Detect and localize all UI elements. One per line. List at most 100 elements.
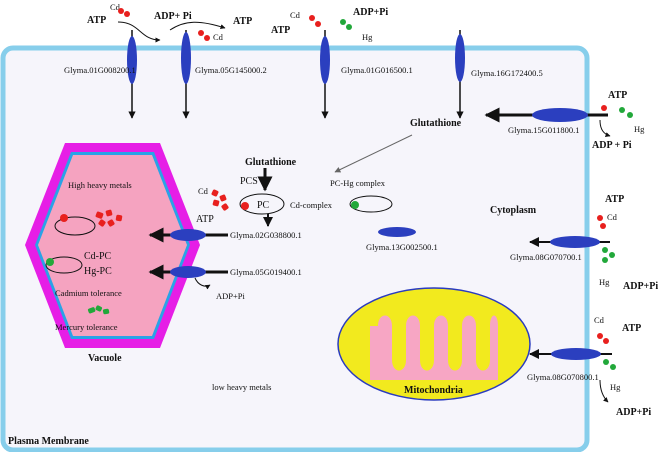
hg-ion-9a <box>602 247 608 253</box>
pcs-label: PCS <box>240 176 258 187</box>
cd-ion-2b <box>204 35 210 41</box>
vacuole-complex-2 <box>45 256 83 274</box>
glutathione-to-pchg-arrow <box>334 134 413 173</box>
cd-label-vac: Cd <box>198 186 209 196</box>
mitochondria-label: Mitochondria <box>404 385 463 396</box>
adp-label-7: ADP+Pi <box>216 291 246 301</box>
cd-ion-3b <box>315 21 321 27</box>
hg-ion-5a <box>619 107 625 113</box>
cd-ion-9a <box>597 215 603 221</box>
pc-complex <box>239 193 285 215</box>
transporter-g2 <box>181 32 191 84</box>
cd-label-10: Cd <box>594 315 605 325</box>
hg-ion-3b <box>346 24 352 30</box>
hg-label-3: Hg <box>362 32 373 42</box>
hg-ion-10b <box>610 364 616 370</box>
transporter-g4 <box>455 34 465 82</box>
hg-ion-9b <box>609 252 615 258</box>
mercury-tolerance-label: Mercury tolerance <box>55 322 118 332</box>
atp-label-3: ATP <box>271 25 290 36</box>
cadmium-tolerance-label: Cadmium tolerance <box>55 288 122 298</box>
atp-label-2: ATP <box>233 16 252 27</box>
cd-ions-cluster-2 <box>211 189 229 211</box>
atp-label-5: ATP <box>608 90 627 101</box>
cytoplasm-label: Cytoplasm <box>490 205 537 216</box>
transporter-g7 <box>170 266 206 278</box>
cd-complex-label: Cd-complex <box>290 200 333 210</box>
cd-ions-cluster <box>95 209 123 227</box>
gene-g2: Glyma.05G145000.2 <box>195 65 267 75</box>
transporter-g3 <box>320 36 330 84</box>
hg-label-5: Hg <box>634 124 645 134</box>
cd-ion-5a <box>601 105 607 111</box>
high-heavy-metals-label: High heavy metals <box>68 180 132 190</box>
transporter-g9 <box>550 236 600 248</box>
vacuole-inner <box>38 155 187 336</box>
hg-ion <box>46 258 54 266</box>
atp-label-10: ATP <box>622 323 641 334</box>
adp-arrow-7 <box>194 277 211 290</box>
adp-arrow-5 <box>599 119 611 137</box>
cd-ion-pc <box>241 202 249 210</box>
vacuole-label: Vacuole <box>88 353 122 364</box>
low-heavy-metals-label: low heavy metals <box>212 382 271 392</box>
cd-ion-3a <box>309 15 315 21</box>
glutathione-top-label: Glutathione <box>410 118 462 129</box>
adp-label-3: ADP+Pi <box>353 7 388 18</box>
hg-ions-cluster <box>87 305 110 315</box>
gene-g1: Glyma.01G008200.1 <box>64 65 136 75</box>
cd-ion-9b <box>600 223 606 229</box>
adp-label-10: ADP+Pi <box>616 407 651 418</box>
cd-label-1: Cd <box>110 2 121 12</box>
gene-g9: Glyma.08G070700.1 <box>510 252 582 262</box>
cd-label-2: Cd <box>213 32 224 42</box>
transporter-g5 <box>532 108 588 122</box>
cd-ion-1a <box>118 8 124 14</box>
hg-pc-label: Hg-PC <box>84 266 112 277</box>
gene-g5: Glyma.15G011800.1 <box>508 125 579 135</box>
adp-label-1: ADP+ Pi <box>154 11 192 22</box>
mitochondria-cristae <box>370 315 498 380</box>
hg-ion-5b <box>627 112 633 118</box>
transporter-g10 <box>551 348 601 360</box>
cd-ion-2a <box>198 30 204 36</box>
pc-label: PC <box>257 200 270 211</box>
adp-label-5: ADP + Pi <box>592 140 632 151</box>
cd-ion <box>60 214 68 222</box>
cd-pc-label: Cd-PC <box>84 251 112 262</box>
cd-label-9: Cd <box>607 212 618 222</box>
atp-label-1: ATP <box>87 15 106 26</box>
atp-label-9: ATP <box>605 194 624 205</box>
gene-g3: Glyma.01G016500.1 <box>341 65 413 75</box>
cd-ion-1b <box>124 11 130 17</box>
hg-ion-pchg <box>351 201 359 209</box>
transporter-g6 <box>170 229 206 241</box>
gene-g4: Glyma.16G172400.5 <box>471 68 543 78</box>
glutathione-mid-label: Glutathione <box>245 157 297 168</box>
cd-label-3: Cd <box>290 10 301 20</box>
cd-ion-10a <box>597 333 603 339</box>
plasma-membrane-label: Plasma Membrane <box>8 436 89 447</box>
gene-g6: Glyma.02G038800.1 <box>230 230 302 240</box>
atp-label-6: ATP <box>196 214 214 225</box>
hg-ion-10a <box>603 359 609 365</box>
atp-arrow-1 <box>117 21 161 43</box>
pc-hg-complex <box>349 195 393 213</box>
gene-g8: Glyma.13G002500.1 <box>366 242 438 252</box>
gene-g10: Glyma.08G070800.1 <box>527 372 599 382</box>
gene-g7: Glyma.05G019400.1 <box>230 267 302 277</box>
protein-g8 <box>378 227 416 237</box>
atp-arrow-2 <box>169 21 226 31</box>
hg-label-10: Hg <box>610 382 621 392</box>
pc-hg-complex-label: PC-Hg complex <box>330 178 386 188</box>
hg-ion-3a <box>340 19 346 25</box>
adp-arrow-10 <box>599 379 609 403</box>
adp-label-9: ADP+Pi <box>623 281 658 292</box>
vacuole-complex-1 <box>54 216 96 236</box>
hg-ion-9c <box>602 257 608 263</box>
hg-label-9: Hg <box>599 277 610 287</box>
transporter-g1 <box>127 36 137 84</box>
cd-ion-10b <box>603 338 609 344</box>
